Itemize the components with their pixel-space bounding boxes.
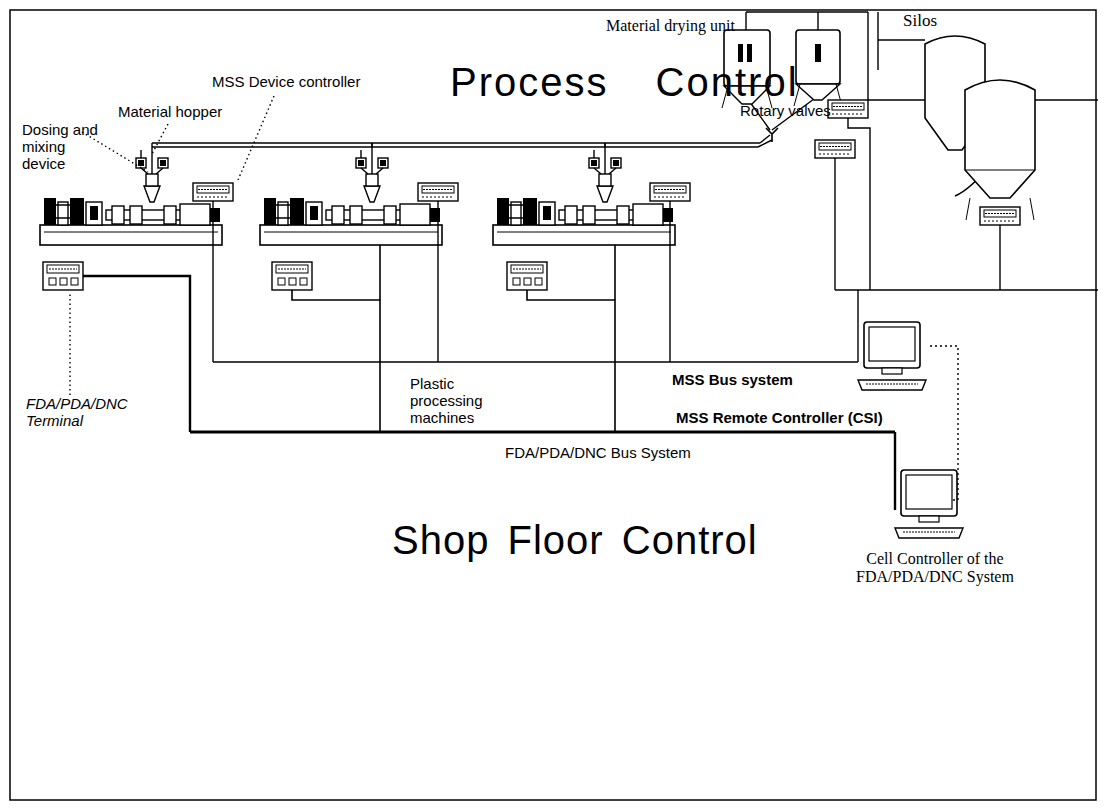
silos [925, 36, 1035, 220]
material-drying-units [796, 84, 840, 100]
mss-bus-lines [212, 200, 213, 362]
material-lines [152, 142, 760, 143]
fda-bus-lines [292, 290, 380, 432]
part-label: MSS Device controller [212, 74, 360, 91]
mss-bus-lines [437, 200, 438, 362]
part-label: Cell Controller of the FDA/PDA/DNC Syste… [830, 550, 1040, 586]
fda-bus-lines [83, 245, 895, 510]
fda-bus-lines [527, 290, 615, 432]
part-label: Rotary valves [740, 103, 831, 120]
part-label: Material hopper [118, 104, 222, 121]
fda-terminal [507, 262, 547, 290]
material-lines [878, 39, 925, 40]
fda-terminal [272, 262, 312, 290]
material-drying-units [796, 30, 840, 84]
material-lines [758, 140, 772, 147]
silos [965, 80, 1035, 198]
part-label: FDA/PDA/DNC Terminal [26, 396, 144, 430]
plastic-machine [260, 143, 442, 245]
material-lines [867, 12, 868, 100]
fda-terminal [43, 262, 83, 290]
material-drying-units [766, 128, 778, 142]
mss-bus-lines [834, 158, 835, 290]
material-lines [152, 12, 1098, 196]
equipment-label: Material drying unit [606, 17, 735, 35]
material-drying-units [738, 44, 743, 62]
fda-bus-lines [894, 432, 896, 510]
section-heading: Shop Floor Control [392, 518, 758, 563]
mss-bus-lines [213, 361, 858, 362]
material-lines [817, 12, 818, 30]
part-label: Plastic processing machines [410, 376, 510, 426]
fda-bus-lines [614, 245, 616, 300]
material-lines [877, 12, 878, 70]
mss-device-controller [980, 207, 1020, 225]
link-line [930, 346, 958, 500]
mss-remote-controller [858, 322, 926, 390]
plastic-machine [493, 143, 675, 245]
mss-device-controller [193, 183, 233, 201]
frame [10, 10, 1096, 800]
material-lines [152, 146, 758, 147]
bus-label: FDA/PDA/DNC Bus System [505, 445, 691, 462]
mss-device-controller [650, 183, 690, 201]
equipment-label: Silos [903, 11, 937, 30]
section-heading: Process Control [450, 60, 799, 105]
silos [965, 170, 1035, 171]
mss-bus-lines [835, 289, 1098, 290]
mss-bus-lines [869, 158, 870, 290]
mss-device-controller [828, 100, 868, 118]
leader-lines [152, 124, 168, 154]
material-lines [745, 12, 746, 30]
cell-controller [895, 470, 963, 538]
mss-bus-lines [669, 200, 670, 362]
part-label: MSS Remote Controller (CSI) [676, 410, 883, 427]
silos [1030, 198, 1034, 220]
mss-device-controller [815, 140, 855, 158]
fda-bus-lines [190, 431, 895, 434]
fda-bus-lines [379, 245, 381, 300]
material-drying-units [747, 44, 752, 62]
leader-lines [238, 96, 274, 180]
mss-bus-lines [857, 290, 858, 362]
mss-device-controller [418, 183, 458, 201]
part-label: Dosing and mixing device [22, 122, 100, 172]
bus-label: MSS Bus system [672, 372, 793, 389]
leader-lines [69, 292, 70, 395]
leader-lines [70, 96, 274, 395]
mss-bus-lines [213, 118, 1098, 362]
silos [966, 198, 970, 220]
mss-bus-lines [999, 225, 1000, 290]
material-drying-units [815, 44, 821, 62]
material-lines [746, 11, 868, 12]
